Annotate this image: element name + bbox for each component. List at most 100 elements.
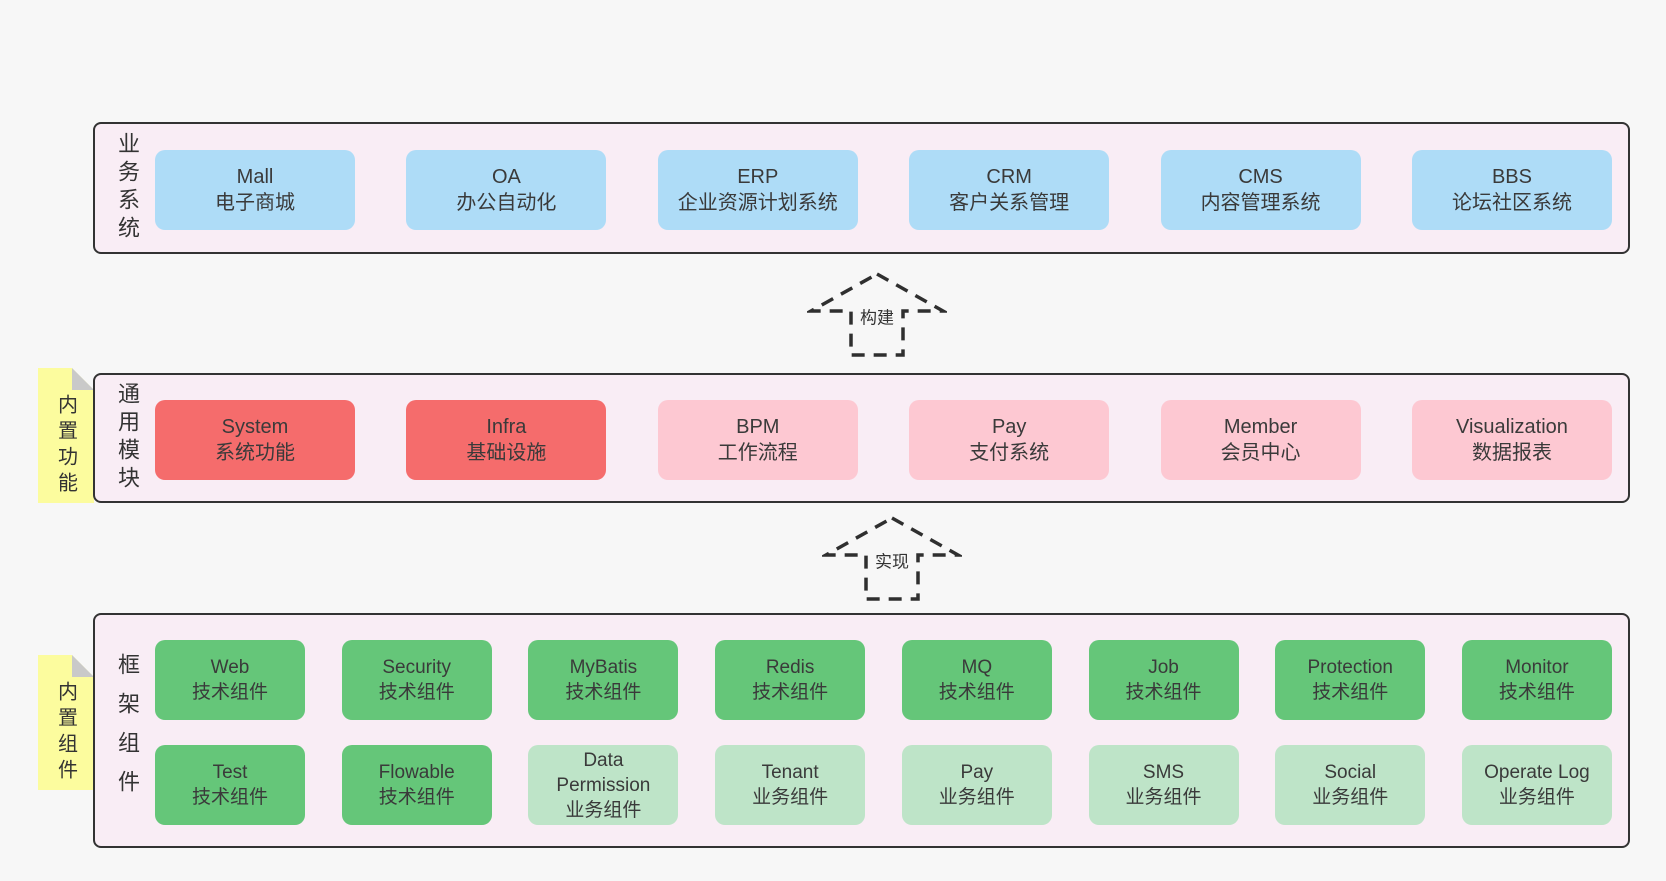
box-subtitle: 业务组件 xyxy=(752,787,829,808)
box-subtitle: 业务组件 xyxy=(1498,787,1575,808)
box-subtitle: 技术组件 xyxy=(1498,682,1575,703)
box-operate-log: Operate Log 业务组件 xyxy=(1461,745,1612,825)
up-arrow-icon xyxy=(807,271,947,357)
arrow-label: 构建 xyxy=(857,303,897,329)
sticky-note-built-in-components: 内置组件 xyxy=(38,655,94,790)
box-system: System 系统功能 xyxy=(155,400,355,480)
box-flowable: Flowable 技术组件 xyxy=(341,745,492,825)
box-title: MyBatis xyxy=(569,657,638,678)
box-tenant: Tenant 业务组件 xyxy=(715,745,866,825)
box-crm: CRM 客户关系管理 xyxy=(909,150,1110,230)
box-subtitle: 数据报表 xyxy=(1471,442,1552,464)
box-pay-module: Pay 支付系统 xyxy=(909,400,1110,480)
build-arrow: 构建 xyxy=(807,270,947,358)
box-title: Monitor xyxy=(1505,657,1569,678)
box-title: Job xyxy=(1148,657,1179,678)
box-subtitle: 技术组件 xyxy=(1125,682,1202,703)
box-subtitle: 支付系统 xyxy=(969,442,1050,464)
panel-title: 通用模块 xyxy=(115,382,140,494)
box-title: BBS xyxy=(1491,166,1532,188)
box-title: Member xyxy=(1223,416,1298,438)
common-modules-row: System 系统功能 Infra 基础设施 BPM 工作流程 Pay 支付系统… xyxy=(155,400,1612,480)
box-subtitle: 会员中心 xyxy=(1220,442,1301,464)
framework-row-1: Web 技术组件 Security 技术组件 MyBatis 技术组件 Redi… xyxy=(155,640,1612,720)
business-systems-panel: 业务系统 Mall 电子商城 OA 办公自动化 ERP 企业资源计划系统 CRM… xyxy=(93,122,1630,254)
box-subtitle: 技术组件 xyxy=(191,787,268,808)
box-redis: Redis 技术组件 xyxy=(715,640,866,720)
box-subtitle: 客户关系管理 xyxy=(949,192,1070,214)
box-visualization: Visualization 数据报表 xyxy=(1411,400,1612,480)
box-title: Operate Log xyxy=(1484,762,1590,783)
box-bpm: BPM 工作流程 xyxy=(657,400,858,480)
box-subtitle: 业务组件 xyxy=(1125,787,1202,808)
box-social: Social 业务组件 xyxy=(1275,745,1426,825)
box-title: Visualization xyxy=(1455,416,1568,438)
box-title: System xyxy=(221,416,289,438)
box-title: Data Permission xyxy=(556,749,651,796)
box-subtitle: 技术组件 xyxy=(752,682,829,703)
box-subtitle: 论坛社区系统 xyxy=(1451,192,1572,214)
box-title: Redis xyxy=(765,657,815,678)
framework-components-panel: 框架组件 Web 技术组件 Security 技术组件 MyBatis 技术组件… xyxy=(93,613,1630,848)
box-infra: Infra 基础设施 xyxy=(406,400,607,480)
box-title: MQ xyxy=(961,657,993,678)
box-title: Tenant xyxy=(761,762,819,783)
box-cms: CMS 内容管理系统 xyxy=(1160,150,1361,230)
box-title: Protection xyxy=(1307,657,1393,678)
box-protection: Protection 技术组件 xyxy=(1275,640,1426,720)
box-title: OA xyxy=(491,166,521,188)
implement-arrow: 实现 xyxy=(822,514,962,602)
box-oa: OA 办公自动化 xyxy=(406,150,607,230)
sticky-note-label: 内置功能 xyxy=(54,394,77,498)
box-subtitle: 技术组件 xyxy=(1312,682,1389,703)
box-member: Member 会员中心 xyxy=(1160,400,1361,480)
box-subtitle: 基础设施 xyxy=(466,442,547,464)
box-title: Test xyxy=(212,762,248,783)
box-title: Security xyxy=(382,657,452,678)
box-subtitle: 工作流程 xyxy=(717,442,798,464)
box-title: Infra xyxy=(486,416,527,438)
box-title: BPM xyxy=(736,416,780,438)
arrow-label: 实现 xyxy=(872,547,912,573)
box-subtitle: 内容管理系统 xyxy=(1200,192,1321,214)
box-test: Test 技术组件 xyxy=(155,745,305,825)
box-sms: SMS 业务组件 xyxy=(1088,745,1239,825)
box-title: SMS xyxy=(1142,762,1185,783)
box-title: ERP xyxy=(737,166,779,188)
box-subtitle: 技术组件 xyxy=(378,787,455,808)
box-title: Flowable xyxy=(378,762,455,783)
box-subtitle: 业务组件 xyxy=(1312,787,1389,808)
box-mall: Mall 电子商城 xyxy=(155,150,355,230)
common-modules-panel: 通用模块 System 系统功能 Infra 基础设施 BPM 工作流程 Pay… xyxy=(93,373,1630,503)
box-job: Job 技术组件 xyxy=(1088,640,1239,720)
business-systems-row: Mall 电子商城 OA 办公自动化 ERP 企业资源计划系统 CRM 客户关系… xyxy=(155,150,1612,230)
box-title: CRM xyxy=(986,166,1032,188)
box-subtitle: 系统功能 xyxy=(215,442,295,464)
box-subtitle: 办公自动化 xyxy=(456,192,557,214)
box-title: Mall xyxy=(236,166,274,188)
box-title: Pay xyxy=(960,762,994,783)
box-title: Web xyxy=(210,657,250,678)
up-arrow-icon xyxy=(822,515,962,601)
box-subtitle: 技术组件 xyxy=(938,682,1015,703)
box-subtitle: 业务组件 xyxy=(938,787,1015,808)
box-web: Web 技术组件 xyxy=(155,640,305,720)
box-data-permission: Data Permission 业务组件 xyxy=(528,745,679,825)
sticky-note-built-in-features: 内置功能 xyxy=(38,368,94,503)
box-subtitle: 业务组件 xyxy=(565,799,642,821)
panel-title: 业务系统 xyxy=(115,132,140,244)
box-erp: ERP 企业资源计划系统 xyxy=(657,150,858,230)
box-mybatis: MyBatis 技术组件 xyxy=(528,640,679,720)
box-security: Security 技术组件 xyxy=(341,640,492,720)
box-subtitle: 技术组件 xyxy=(191,682,268,703)
box-title: Social xyxy=(1324,762,1377,783)
box-title: Pay xyxy=(991,416,1027,438)
box-pay-component: Pay 业务组件 xyxy=(901,745,1052,825)
box-monitor: Monitor 技术组件 xyxy=(1461,640,1612,720)
box-subtitle: 电子商城 xyxy=(215,192,295,214)
sticky-note-label: 内置组件 xyxy=(54,681,77,785)
box-title: CMS xyxy=(1238,166,1283,188)
box-bbs: BBS 论坛社区系统 xyxy=(1411,150,1612,230)
framework-row-2: Test 技术组件 Flowable 技术组件 Data Permission … xyxy=(155,745,1612,825)
